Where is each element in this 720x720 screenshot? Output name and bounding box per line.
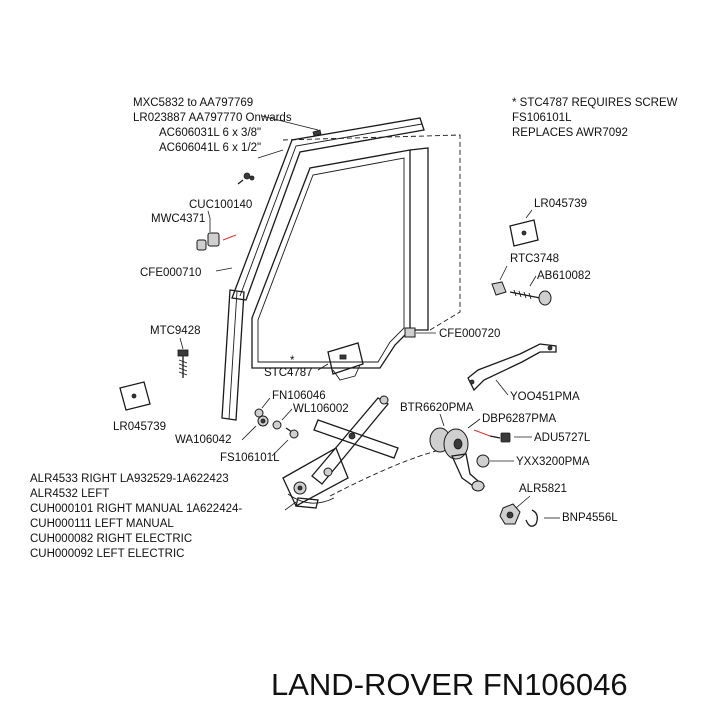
regulator-line6: CUH000092 LEFT ELECTRIC bbox=[30, 548, 184, 560]
regulator-line4: CUH000111 LEFT MANUAL bbox=[30, 518, 174, 530]
label-wl106002: WL106002 bbox=[293, 403, 349, 415]
note-line1: * STC4787 REQUIRES SCREW bbox=[512, 97, 678, 109]
note-line3: REPLACES AWR7092 bbox=[512, 127, 628, 139]
label-yoo451pma: YOO451PMA bbox=[510, 391, 580, 403]
label-stc4787: STC4787 bbox=[264, 367, 313, 379]
label-mwc4371: MWC4371 bbox=[151, 213, 205, 225]
nut-washer-icon bbox=[254, 408, 299, 439]
nut-clip-icon bbox=[499, 503, 538, 527]
guide-block-icon bbox=[327, 342, 364, 381]
label-ab610082: AB610082 bbox=[537, 270, 591, 282]
regulator-line1: ALR4533 RIGHT LA932529-1A622423 bbox=[30, 473, 229, 485]
label-lr045739-right: LR045739 bbox=[534, 198, 587, 210]
label-fs106101l: FS106101L bbox=[220, 452, 280, 464]
pad-left-icon bbox=[119, 381, 151, 411]
channel-clip-icon bbox=[404, 327, 416, 338]
bolt-icon bbox=[491, 281, 552, 306]
label-fn106046: FN106046 bbox=[272, 390, 326, 402]
label-stc4787-star: * bbox=[290, 355, 295, 367]
label-lr045739-left: LR045739 bbox=[113, 421, 166, 433]
pad-right-icon bbox=[509, 219, 539, 247]
door-glass bbox=[221, 117, 461, 421]
label-bnp4556l: BNP4556L bbox=[562, 512, 618, 524]
glass-header-line2: LR023887 AA797770 Onwards bbox=[133, 112, 292, 124]
glass-screws-icon bbox=[237, 172, 255, 185]
note-line2: FS106101L bbox=[512, 112, 572, 124]
label-btr6620pma: BTR6620PMA bbox=[400, 402, 474, 414]
regulator-line3: CUH000101 RIGHT MANUAL 1A622424- bbox=[30, 503, 242, 515]
window-regulator bbox=[282, 395, 441, 509]
screw-small-icon bbox=[473, 429, 511, 443]
label-cfe000710: CFE000710 bbox=[140, 267, 201, 279]
clip-icon bbox=[196, 232, 237, 251]
screw-icon bbox=[177, 349, 189, 378]
bracket-icon bbox=[467, 343, 557, 392]
label-wa106042: WA106042 bbox=[175, 434, 231, 446]
label-yxx3200pma: YXX3200PMA bbox=[516, 456, 590, 468]
label-alr5821: ALR5821 bbox=[519, 483, 567, 495]
glass-header-line4: AC606041L 6 x 1/2" bbox=[159, 142, 261, 154]
page-title: LAND-ROVER FN106046 bbox=[271, 667, 628, 702]
label-adu5727l: ADU5727L bbox=[534, 432, 591, 444]
label-dbp6287pma: DBP6287PMA bbox=[482, 413, 556, 425]
label-mtc9428: MTC9428 bbox=[150, 325, 201, 337]
regulator-line5: CUH000082 RIGHT ELECTRIC bbox=[30, 533, 192, 545]
knob-icon bbox=[476, 454, 490, 468]
label-cuc100140: CUC100140 bbox=[189, 199, 252, 211]
label-cfe000720: CFE000720 bbox=[439, 328, 500, 340]
regulator-line2: ALR4532 LEFT bbox=[30, 488, 109, 500]
window-handle-icon bbox=[429, 427, 486, 492]
glass-header-line1: MXC5832 to AA797769 bbox=[133, 97, 253, 109]
glass-header-line3: AC606031L 6 x 3/8" bbox=[159, 127, 261, 139]
label-rtc3748: RTC3748 bbox=[510, 253, 559, 265]
